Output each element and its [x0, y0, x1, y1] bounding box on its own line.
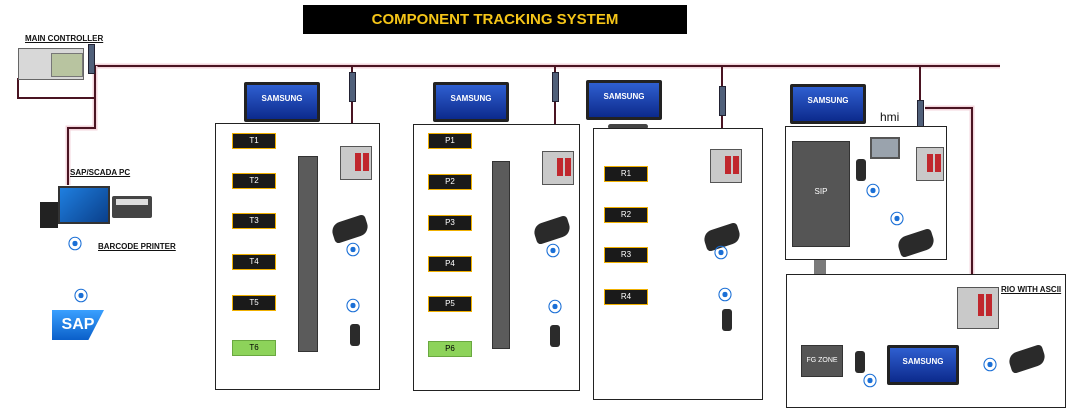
sip-rio — [916, 147, 944, 181]
sap-pc-tower — [40, 202, 58, 228]
sap-pc-monitor — [58, 186, 110, 224]
r-handheld-scanner — [722, 309, 732, 331]
p-handheld-wifi-icon: ⦿ — [548, 300, 562, 316]
slot-p5: P5 — [428, 296, 472, 312]
slot-p1: P1 — [428, 133, 472, 149]
p-scanner-wifi-icon: ⦿ — [546, 244, 560, 260]
main-controller-plc — [18, 48, 84, 80]
t-handheld-wifi-icon: ⦿ — [346, 299, 360, 315]
barcode-printer — [112, 196, 152, 218]
t-conveyor-rail — [298, 156, 318, 352]
slot-t5: T5 — [232, 295, 276, 311]
rio-with-asci-label: RIO WITH ASCII — [1001, 285, 1062, 294]
p-switch — [552, 72, 559, 102]
r-tv-stand — [608, 124, 648, 129]
r-rio — [710, 149, 742, 183]
slot-t4: T4 — [232, 254, 276, 270]
plc-module — [51, 53, 83, 77]
t-zone-tv: SAMSUNG — [244, 82, 320, 122]
p-zone-tv: SAMSUNG — [433, 82, 509, 122]
r-scanner-wifi-icon: ⦿ — [714, 246, 728, 262]
page-title: COMPONENT TRACKING SYSTEM — [303, 5, 687, 34]
t-switch — [349, 72, 356, 102]
fg-zone-station: FG ZONE — [801, 345, 843, 377]
fg-scanner-wifi-icon: ⦿ — [983, 358, 997, 374]
r-zone-tv: SAMSUNG — [586, 80, 662, 120]
slot-t1: T1 — [232, 133, 276, 149]
slot-t2: T2 — [232, 173, 276, 189]
slot-r1: R1 — [604, 166, 648, 182]
p-fixed-scanner — [531, 214, 573, 246]
p-conveyor-rail — [492, 161, 510, 349]
sip-station: SIP — [792, 141, 850, 247]
fg-handheld-scanner — [855, 351, 865, 373]
sip-scanner-wifi-icon: ⦿ — [890, 212, 904, 228]
t-fixed-scanner — [329, 213, 371, 245]
fg-handheld-wifi-icon: ⦿ — [863, 374, 877, 390]
p-rio — [542, 151, 574, 185]
slot-t3: T3 — [232, 213, 276, 229]
main-controller-label: MAIN CONTROLLER — [25, 34, 104, 43]
r-switch — [719, 86, 726, 116]
sip-zone-tv: SAMSUNG — [790, 84, 866, 124]
sip-handheld-wifi-icon: ⦿ — [866, 184, 880, 200]
t-rio — [340, 146, 372, 180]
slot-r3: R3 — [604, 247, 648, 263]
r-handheld-wifi-icon: ⦿ — [718, 288, 732, 304]
main-switch — [88, 44, 95, 74]
t-zone-panel: T1 T2 T3 T4 T5 T6 ⦿ ⦿ — [215, 123, 380, 390]
r-zone-panel: R1 R2 R3 R4 ⦿ ⦿ — [593, 128, 763, 400]
sip-fixed-scanner — [895, 227, 937, 259]
p-zone-panel: P1 P2 P3 P4 P5 P6 ⦿ ⦿ — [413, 124, 580, 391]
slot-p2: P2 — [428, 174, 472, 190]
fg-zone-panel: FG ZONE ⦿ SAMSUNG RIO WITH ASCII ⦿ — [786, 274, 1066, 408]
p-handheld-scanner — [550, 325, 560, 347]
slot-p4: P4 — [428, 256, 472, 272]
sip-zone-panel: SIP ⦿ ⦿ — [785, 126, 947, 260]
slot-p3: P3 — [428, 215, 472, 231]
hmi-label: hmi — [880, 110, 900, 124]
fg-fixed-scanner — [1006, 343, 1048, 375]
t-handheld-scanner — [350, 324, 360, 346]
barcode-printer-label: BARCODE PRINTER — [98, 242, 176, 251]
slot-r2: R2 — [604, 207, 648, 223]
slot-r4: R4 — [604, 289, 648, 305]
pc-wifi-icon: ⦿ — [68, 237, 82, 253]
sap-pc-label: SAP/SCADA PC — [70, 168, 131, 177]
sip-handheld-scanner — [856, 159, 866, 181]
hmi-panel — [870, 137, 900, 159]
t-scanner-wifi-icon: ⦿ — [346, 243, 360, 259]
fg-rio — [957, 287, 999, 329]
slot-p6: P6 — [428, 341, 472, 357]
slot-t6: T6 — [232, 340, 276, 356]
sap-wifi-icon: ⦿ — [74, 289, 88, 305]
fg-zone-tv: SAMSUNG — [887, 345, 959, 385]
